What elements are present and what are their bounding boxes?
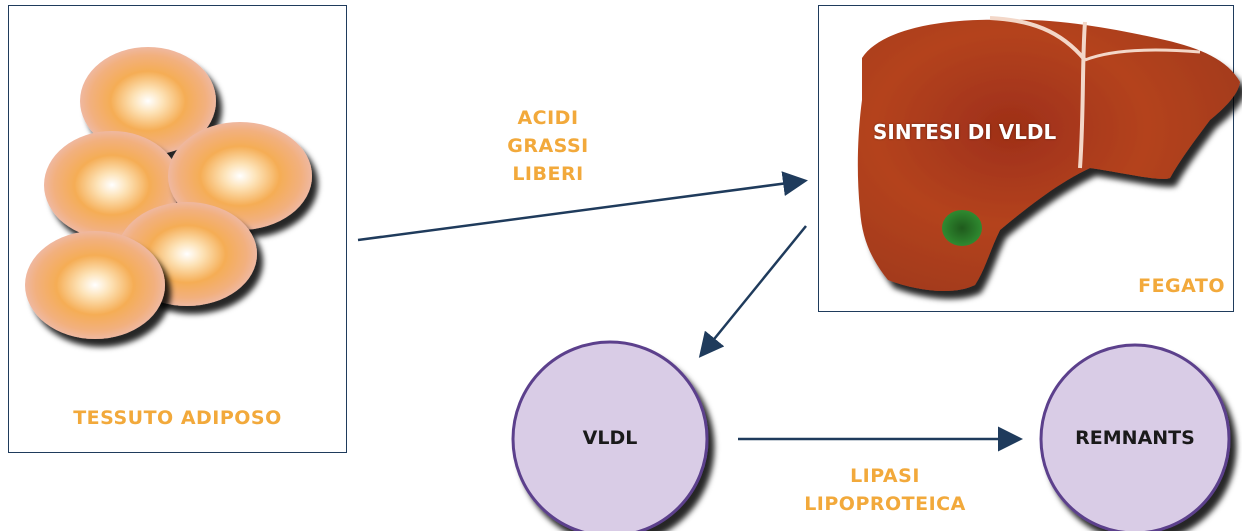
arrow-liver-to-vldl <box>698 225 807 358</box>
ffa-label-line: ACIDI <box>517 107 579 129</box>
arrow-ffa <box>357 171 808 242</box>
liver-illustration <box>857 16 1240 292</box>
vldl-circle <box>511 340 709 531</box>
lipase-label: LIPASI LIPOPROTEICA <box>790 462 980 518</box>
ffa-label: ACIDI GRASSI LIBERI <box>488 104 608 188</box>
fat-cells <box>25 47 312 339</box>
ffa-label-line: GRASSI <box>507 135 589 157</box>
gallbladder <box>942 210 982 246</box>
ffa-label-line: LIBERI <box>512 163 584 185</box>
fat-cell <box>80 47 216 155</box>
remnants-label: REMNANTS <box>1075 427 1195 449</box>
vldl-synthesis-label: SINTESI DI VLDL <box>873 120 1057 144</box>
adipose-label: TESSUTO ADIPOSO <box>73 407 282 429</box>
lipase-label-line: LIPOPROTEICA <box>804 493 966 515</box>
lipase-label-line: LIPASI <box>850 465 920 487</box>
fat-cell <box>25 231 165 339</box>
liver-label: FEGATO <box>1138 275 1225 297</box>
fat-cell <box>168 122 312 230</box>
remnants-circle <box>1039 343 1231 531</box>
vldl-label: VLDL <box>582 427 638 449</box>
